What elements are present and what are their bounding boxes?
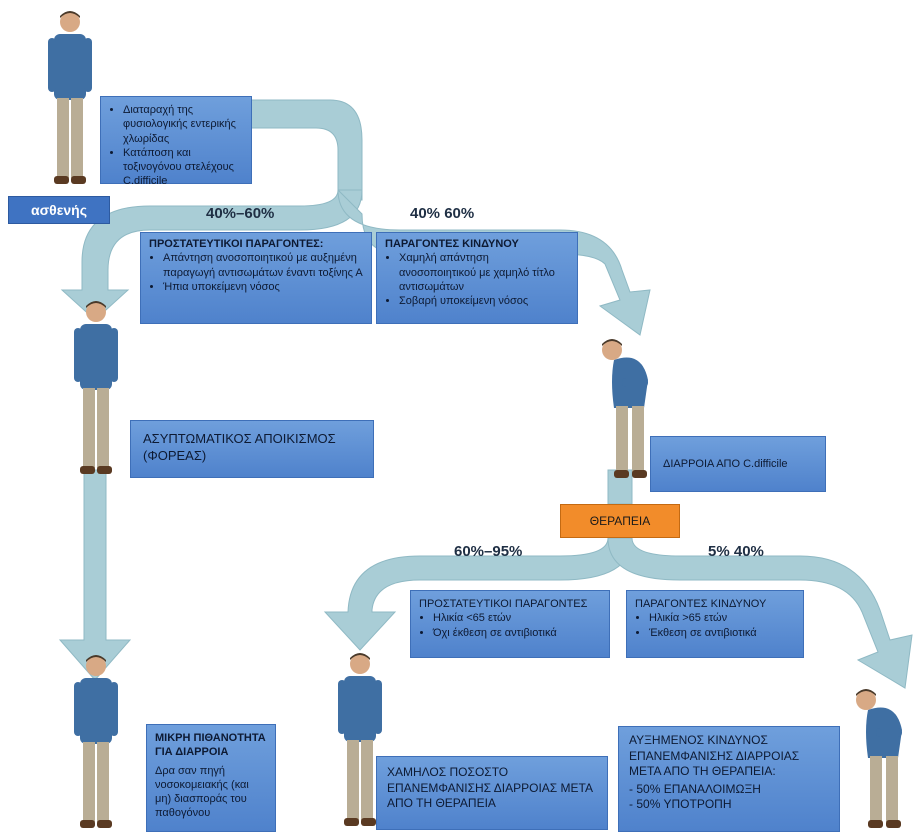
left-vertical-arrow bbox=[58, 469, 132, 681]
protective-factor-item: Ηλικία <65 ετών bbox=[433, 611, 601, 625]
initial-event-item: Διαταραχή της φυσιολογικής εντερικής χλω… bbox=[123, 103, 243, 146]
low-recurrence-box: ΧΑΜΗΛΟΣ ΠΟΣΟΣΤΟ ΕΠΑΝΕΜΦΑΝΙΣΗΣ ΔΙΑΡΡΟΙΑΣ … bbox=[376, 756, 608, 830]
percent-left-bottom: 60%–95% bbox=[454, 543, 523, 560]
risk-factor-item: Έκθεση σε αντιβιοτικά bbox=[649, 626, 795, 640]
risk-factors-box-2: ΠΑΡΑΓΟΝΤΕΣ ΚΙΝΔΥΝΟΥ Ηλικία >65 ετών Έκθε… bbox=[626, 590, 804, 658]
bottom-right-arrow bbox=[607, 537, 913, 689]
high-recurrence-header: ΑΥΞΗΜΕΝΟΣ ΚΙΝΔΥΝΟΣ ΕΠΑΝΕΜΦΑΝΙΣΗΣ ΔΙΑΡΡΟΙ… bbox=[629, 733, 800, 779]
low-recurrence-standing-figure bbox=[338, 653, 382, 826]
therapy-label: ΘΕΡΑΠΕΙΑ bbox=[560, 504, 680, 538]
protective-factor-item: Όχι έκθεση σε αντιβιοτικά bbox=[433, 626, 601, 640]
protective-factor-item: Απάντηση ανοσοποιητικού με αυξημένη παρα… bbox=[163, 251, 363, 280]
bottom-left-arrow bbox=[323, 537, 633, 651]
sick-bent-figure bbox=[602, 339, 648, 478]
low-probability-header: ΜΙΚΡΗ ΠΙΘΑΝΟΤΗΤΑ ΓΙΑ ΔΙΑΡΡΟΙΑ bbox=[155, 732, 266, 759]
carrier-standing-figure bbox=[74, 301, 118, 474]
percent-right-top: 40% 60% bbox=[410, 205, 475, 222]
risk-factors-header-1: ΠΑΡΑΓΟΝΤΕΣ ΚΙΝΔΥΝΟΥ bbox=[385, 238, 519, 250]
low-probability-box: ΜΙΚΡΗ ΠΙΘΑΝΟΤΗΤΑ ΓΙΑ ΔΙΑΡΡΟΙΑ Δρα σαν πη… bbox=[146, 724, 276, 832]
risk-factors-header-2: ΠΑΡΑΓΟΝΤΕΣ ΚΙΝΔΥΝΟΥ bbox=[635, 598, 767, 610]
left-branch-arrow bbox=[60, 189, 363, 321]
patient-label: ασθενής bbox=[8, 196, 110, 224]
patient-standing-figure-top bbox=[48, 11, 92, 184]
protective-factors-header-1: ΠΡΟΣΤΑΤΕΥΤΙΚΟΙ ΠΑΡΑΓΟΝΤΕΣ: bbox=[149, 238, 324, 250]
sick-bent-figure-bottom bbox=[856, 689, 902, 828]
protective-factors-box-1: ΠΡΟΣΤΑΤΕΥΤΙΚΟΙ ΠΑΡΑΓΟΝΤΕΣ: Απάντηση ανοσ… bbox=[140, 232, 372, 324]
diarrhea-box: ΔΙΑΡΡΟΙΑ ΑΠΟ C.difficile bbox=[650, 436, 826, 492]
percent-left-top: 40%–60% bbox=[206, 205, 275, 222]
initial-events-box: Διαταραχή της φυσιολογικής εντερικής χλω… bbox=[100, 96, 252, 187]
protective-factors-header-2: ΠΡΟΣΤΑΤΕΥΤΙΚΟΙ ΠΑΡΑΓΟΝΤΕΣ bbox=[419, 598, 588, 610]
high-recurrence-item: - 50% ΥΠΟΤΡΟΠΗ bbox=[629, 797, 732, 812]
risk-factors-box-1: ΠΑΡΑΓΟΝΤΕΣ ΚΙΝΔΥΝΟΥ Χαμηλή απάντηση ανοσ… bbox=[376, 232, 578, 324]
risk-factor-item: Ηλικία >65 ετών bbox=[649, 611, 795, 625]
asymptomatic-carrier-box: ΑΣΥΠΤΩΜΑΤΙΚΟΣ ΑΠΟΙΚΙΣΜΟΣ (ΦΟΡΕΑΣ) bbox=[130, 420, 374, 478]
low-probability-body: Δρα σαν πηγή νοσοκομειακής (και μη) διασ… bbox=[155, 764, 249, 820]
protective-factors-box-2: ΠΡΟΣΤΑΤΕΥΤΙΚΟΙ ΠΑΡΑΓΟΝΤΕΣ Ηλικία <65 ετώ… bbox=[410, 590, 610, 658]
high-recurrence-risk-box: ΑΥΞΗΜΕΝΟΣ ΚΙΝΔΥΝΟΣ ΕΠΑΝΕΜΦΑΝΙΣΗΣ ΔΙΑΡΡΟΙ… bbox=[618, 726, 840, 832]
high-recurrence-item: - 50% ΕΠΑΝΑΛΟΙΜΩΞΗ bbox=[629, 781, 761, 796]
risk-factor-item: Σοβαρή υποκείμενη νόσος bbox=[399, 294, 569, 308]
percent-right-bottom: 5% 40% bbox=[708, 543, 764, 560]
initial-event-item: Κατάποση και τοξινογόνου στελέχους C.dif… bbox=[123, 146, 243, 189]
low-probability-standing-figure bbox=[74, 655, 118, 828]
risk-factor-item: Χαμηλή απάντηση ανοσοποιητικού με χαμηλό… bbox=[399, 251, 569, 294]
protective-factor-item: Ήπια υποκείμενη νόσος bbox=[163, 280, 363, 294]
